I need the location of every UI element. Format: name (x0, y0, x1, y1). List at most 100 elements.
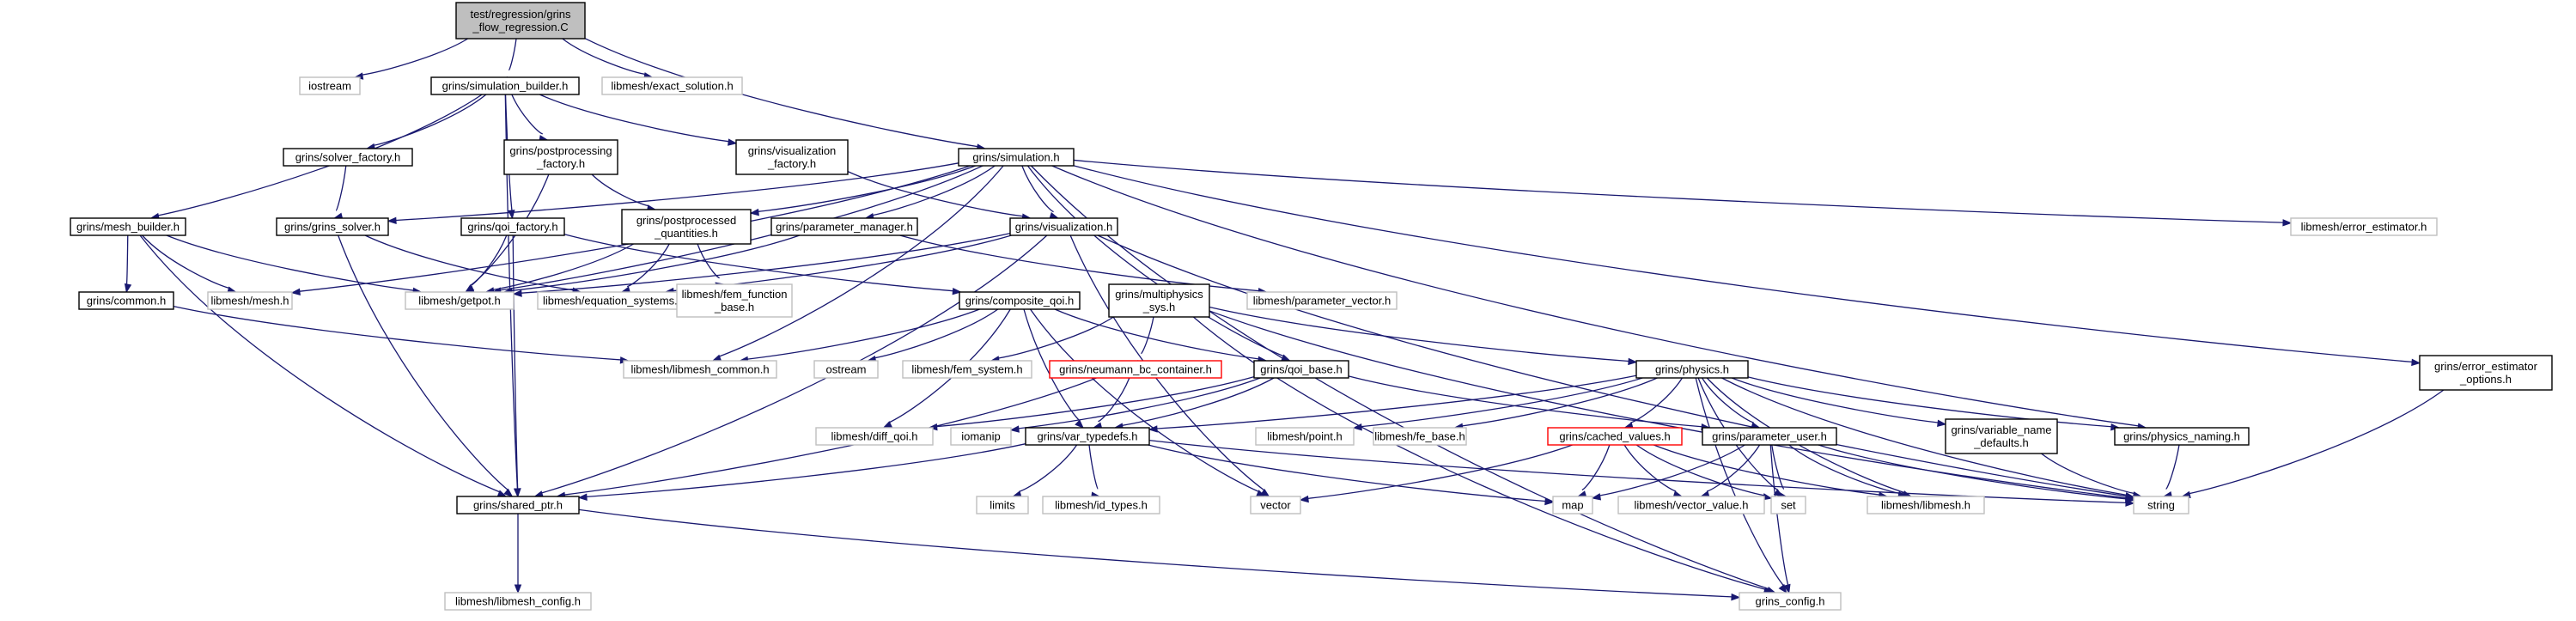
edge-sharedptr-to-grinsconfig (578, 508, 1741, 601)
node-postprocfactory[interactable]: grins/postprocessing_factory.h (503, 139, 618, 175)
edge-line (697, 243, 720, 279)
edge-grinssolver-to-eqsys (364, 234, 582, 295)
node-label: grins/physics_naming.h (2123, 430, 2240, 443)
edge-line (508, 38, 517, 70)
node-label: string (2147, 499, 2175, 512)
node-label: grins/parameter_manager.h (776, 221, 913, 234)
node-limits: limits (976, 496, 1029, 514)
arrowhead (577, 493, 588, 502)
nodes-layer: test/regression/grins_flow_regression.Ci… (70, 2, 2553, 611)
node-box (405, 291, 515, 310)
node-qoibase[interactable]: grins/qoi_base.h (1253, 360, 1349, 379)
node-neumann[interactable]: grins/neumann_bc_container.h (1049, 360, 1222, 379)
node-label: libmesh/exact_solution.h (611, 80, 733, 93)
node-simbuilder[interactable]: grins/simulation_builder.h (430, 76, 580, 95)
node-sharedptr[interactable]: grins/shared_ptr.h (456, 496, 580, 514)
node-box (1009, 217, 1118, 236)
edge-root-to-iostream (353, 38, 468, 80)
edge-line (1731, 377, 1939, 423)
edge-qoifactory-to-getpot (464, 234, 508, 293)
node-box (976, 496, 1029, 514)
node-solverfactory[interactable]: grins/solver_factory.h (283, 148, 413, 167)
edge-simbuilder-to-postprocfactory (511, 94, 549, 143)
node-box (1635, 360, 1749, 379)
node-compqoi[interactable]: grins/composite_qoi.h (959, 291, 1081, 310)
edge-line (1051, 165, 2139, 427)
node-box (1617, 496, 1765, 514)
node-iomanip: iomanip (950, 427, 1012, 446)
arrowhead (1352, 423, 1362, 431)
node-getpot: libmesh/getpot.h (405, 291, 515, 310)
node-varnamedefaults[interactable]: grins/variable_name_defaults.h (1945, 418, 2058, 454)
node-libmesh: libmesh/libmesh.h (1867, 496, 1985, 514)
edge-visualization-to-sharedptr (533, 234, 1048, 498)
edge-line (1747, 376, 2112, 428)
node-box (78, 291, 174, 310)
edge-simulation-to-physnaming (1051, 165, 2147, 430)
node-box (283, 148, 413, 167)
node-paramvec: libmesh/parameter_vector.h (1246, 291, 1398, 310)
edge-line (936, 376, 1255, 428)
edge-simbuilder-to-visfactory (539, 94, 738, 146)
node-ostream: ostream (813, 360, 879, 379)
node-grinssolver[interactable]: grins/grins_solver.h (276, 217, 389, 236)
edge-line (2165, 444, 2180, 490)
node-errestopts[interactable]: grins/error_estimator_options.h (2419, 355, 2553, 391)
node-root[interactable]: test/regression/grins_flow_regression.C (455, 2, 586, 40)
edge-line (1018, 377, 1261, 429)
node-postprocq[interactable]: grins/postprocessed_quantities.h (621, 209, 752, 245)
edge-line (1140, 316, 1154, 355)
node-common[interactable]: grins/common.h (78, 291, 174, 310)
node-qoifactory[interactable]: grins/qoi_factory.h (460, 217, 565, 236)
arrowhead (1778, 583, 1787, 594)
node-label: grins/simulation.h (972, 151, 1059, 164)
arrowhead (512, 289, 522, 297)
edge-line (998, 316, 1114, 359)
edge-visualization-to-string (1097, 234, 2135, 501)
edge-line (1148, 439, 2127, 504)
node-label: _factory.h (536, 157, 585, 170)
edge-line (1122, 377, 1275, 426)
node-label: libmesh/mesh.h (210, 295, 289, 307)
node-label: grins/postprocessed (636, 214, 736, 227)
edge-line (1209, 306, 1629, 362)
edge-line (125, 234, 129, 285)
node-box (276, 217, 389, 236)
node-box (1042, 496, 1160, 514)
node-parammanager[interactable]: grins/parameter_manager.h (770, 217, 918, 236)
node-physnaming[interactable]: grins/physics_naming.h (2114, 427, 2250, 446)
node-label: grins/postprocessing (509, 144, 612, 157)
edge-line (521, 233, 1011, 294)
node-cachedvalues[interactable]: grins/cached_values.h (1547, 427, 1683, 446)
edge-line (511, 234, 801, 291)
node-visualization[interactable]: grins/visualization.h (1009, 217, 1118, 236)
edge-line (874, 308, 999, 359)
node-box (444, 592, 592, 611)
edge-cachedvalues-to-map (1576, 444, 1611, 498)
edge-line (564, 377, 1097, 496)
node-label: grins/grins_solver.h (284, 221, 381, 234)
node-paramuser[interactable]: grins/parameter_user.h (1702, 427, 1837, 446)
edge-line (719, 165, 1004, 357)
node-meshbuilder[interactable]: grins/mesh_builder.h (70, 217, 186, 236)
edge-line (1697, 377, 1779, 491)
node-label: libmesh/libmesh.h (1881, 499, 1970, 512)
node-box (460, 217, 565, 236)
edge-meshbuilder-to-sharedptr (139, 234, 508, 497)
node-label: libmesh/point.h (1267, 430, 1342, 443)
node-simulation[interactable]: grins/simulation.h (958, 148, 1075, 167)
edge-line (158, 94, 483, 216)
node-vartypedefs[interactable]: grins/var_typedefs.h (1025, 427, 1150, 446)
edge-line (1653, 444, 1880, 496)
arrowhead (1544, 497, 1555, 506)
arrowhead (1009, 425, 1020, 433)
node-multiphys[interactable]: grins/multiphysics_sys.h (1108, 283, 1210, 318)
edge-line (888, 308, 1011, 423)
node-visfactory[interactable]: grins/visualization_factory.h (735, 139, 849, 175)
node-box (1945, 418, 2058, 454)
edge-qoibase-to-diffqoi (928, 376, 1255, 431)
node-box (902, 360, 1032, 379)
edge-line (899, 234, 1259, 292)
edge-line (1706, 444, 1761, 492)
node-physics[interactable]: grins/physics.h (1635, 360, 1749, 379)
